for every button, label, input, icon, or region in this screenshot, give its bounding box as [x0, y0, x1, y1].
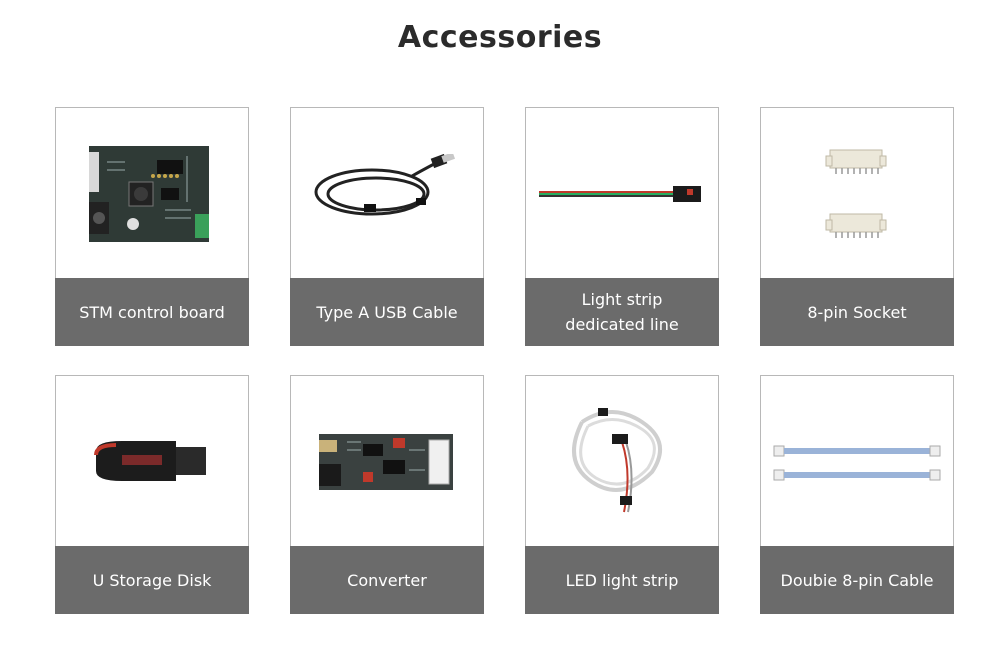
accessory-label: Type A USB Cable: [290, 278, 484, 346]
usb-cable-icon: [291, 108, 483, 280]
accessory-card-light-strip-line[interactable]: Light strip dedicated line: [525, 107, 719, 346]
accessory-card-usb-cable[interactable]: Type A USB Cable: [290, 107, 484, 346]
accessory-label: Doubie 8-pin Cable: [760, 546, 954, 614]
converter-board-icon: [291, 376, 483, 548]
accessory-label: LED light strip: [525, 546, 719, 614]
led-strip-icon: [526, 376, 718, 548]
accessory-label: Light strip dedicated line: [525, 278, 719, 346]
light-strip-line-icon: [526, 108, 718, 280]
accessory-label: 8-pin Socket: [760, 278, 954, 346]
accessory-card-stm-board[interactable]: STM control board: [55, 107, 249, 346]
page-title: Accessories: [397, 20, 603, 55]
accessory-label: Converter: [290, 546, 484, 614]
accessory-card-converter[interactable]: Converter: [290, 375, 484, 614]
pin-socket-icon: [761, 108, 953, 280]
usb-flash-drive-icon: [56, 376, 248, 548]
ribbon-cable-icon: [761, 376, 953, 548]
accessory-card-double-8pin-cable[interactable]: Doubie 8-pin Cable: [760, 375, 954, 614]
circuit-board-icon: [56, 108, 248, 280]
accessory-card-usb-disk[interactable]: U Storage Disk: [55, 375, 249, 614]
accessory-label: U Storage Disk: [55, 546, 249, 614]
accessory-card-led-strip[interactable]: LED light strip: [525, 375, 719, 614]
accessory-card-8pin-socket[interactable]: 8-pin Socket: [760, 107, 954, 346]
accessory-label: STM control board: [55, 278, 249, 346]
